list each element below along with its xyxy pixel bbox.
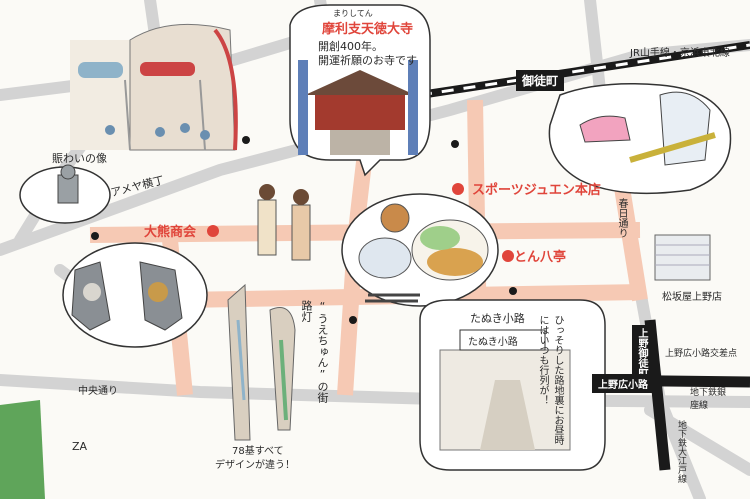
matsuzakaya-label: 松坂屋上野店	[662, 292, 722, 303]
park-area	[0, 400, 45, 499]
ueno-okachimachi-station-label: 上野御徒町	[632, 325, 651, 381]
tanuki-alley-label: たぬき小路	[470, 312, 525, 325]
statue-label: 賑わいの像	[52, 152, 107, 165]
uechun-lamp-label: “うえちゅん”の街路灯	[300, 300, 329, 403]
ueno-hirokoji-station-label: 上野広小路	[592, 374, 654, 393]
daikumi-label: 大熊商会	[144, 225, 197, 240]
temple-name-label: 摩利支天徳大寺	[322, 22, 414, 37]
temple-ruby-label: まりしてん	[333, 9, 373, 18]
tanuki-description: ひっそりした路地裏にお昼時にはいつも行列が！	[537, 315, 563, 445]
chuo-street-label: 中央通り	[78, 386, 118, 397]
signature-label: ZA	[72, 440, 88, 453]
marker-daikumi	[207, 225, 219, 237]
statue-illustration	[57, 164, 79, 204]
tanuki-sign-label: たぬき小路	[468, 337, 518, 348]
marker-tonhachi	[502, 250, 514, 262]
temple-desc-line1: 開創400年。	[318, 40, 383, 53]
oedo-line-label: 地下鉄大江戸線	[676, 420, 686, 483]
marker-point	[242, 136, 250, 144]
kasuga-street-label: 春日通り	[616, 198, 627, 238]
matsuzakaya-illustration	[654, 234, 711, 281]
tanuki-illustration	[439, 329, 571, 451]
sports-illustration	[579, 91, 716, 166]
map-markers	[91, 136, 594, 324]
jr-line	[419, 41, 750, 99]
people-illustration	[257, 184, 311, 261]
ginza-line-label: 地下鉄銀座線	[690, 388, 727, 411]
marker-point	[509, 287, 517, 295]
jr-line-label: JR山手線・京浜東北線	[630, 48, 730, 59]
jacket-illustration	[71, 261, 183, 331]
temple-illustration	[298, 60, 418, 155]
sports-shop-label: スポーツジュエン本店	[472, 183, 601, 198]
marker-point	[451, 140, 459, 148]
marker-point	[349, 316, 357, 324]
okachimachi-station-label: 御徒町	[516, 70, 565, 91]
ameyoko-illustration	[70, 23, 238, 151]
ueno-hirokoji-crossing-label: 上野広小路交差点	[665, 349, 738, 359]
tonhachi-label: とん八亭	[514, 250, 567, 265]
food-illustration	[358, 203, 489, 303]
marker-point	[91, 232, 99, 240]
lamp-note-line1: 78基すべて	[232, 446, 284, 457]
temple-desc-line2: 開運祈願のお寺です	[318, 54, 417, 67]
lamp-illustration	[227, 283, 296, 441]
lamp-note-line2: デザインが違う！	[215, 460, 295, 471]
marker-sports	[452, 183, 464, 195]
